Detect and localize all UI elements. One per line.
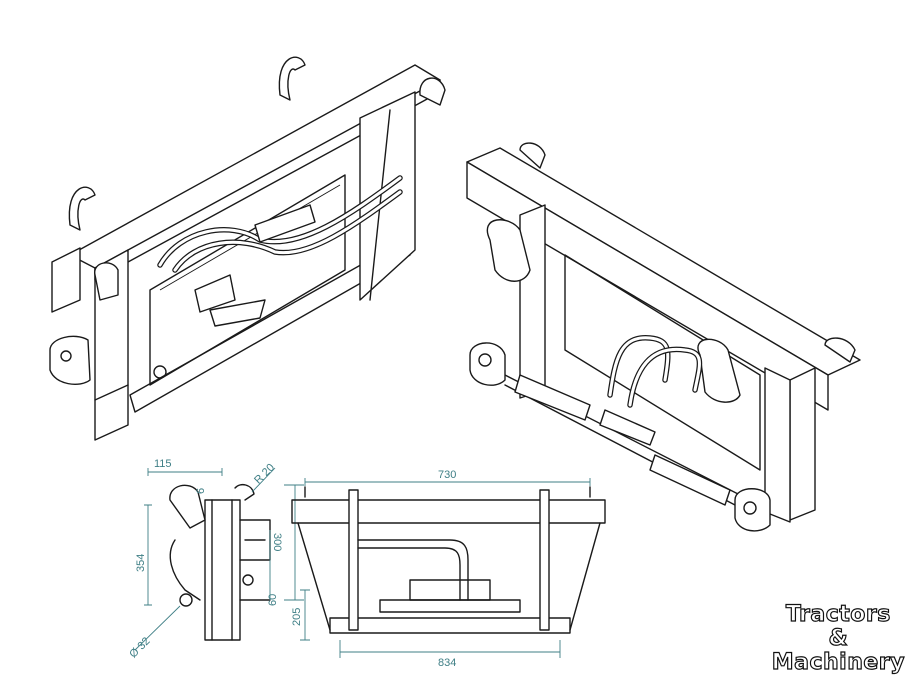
dim-354: 354	[135, 554, 147, 572]
dim-115: 115	[154, 458, 172, 470]
front-view	[291, 478, 606, 658]
dim-205: 205	[291, 608, 303, 626]
watermark-line-1: Tractors	[785, 602, 891, 627]
iso-view-left	[49, 56, 446, 441]
dim-32: Ø 32	[127, 635, 152, 660]
dim-300: 300	[271, 533, 283, 551]
dim-r20: R 20	[252, 462, 277, 487]
side-view	[134, 467, 310, 651]
dim-834: 834	[438, 657, 456, 669]
dim-730: 730	[438, 469, 456, 481]
dim-60: 60	[267, 594, 279, 606]
watermark-line-2: &	[828, 626, 849, 651]
iso-view-right	[466, 142, 861, 532]
watermark-line-3: Machinery	[771, 650, 905, 675]
watermark-logo: Tractors & Machinery	[771, 602, 905, 675]
dim-6: 6	[195, 488, 207, 494]
